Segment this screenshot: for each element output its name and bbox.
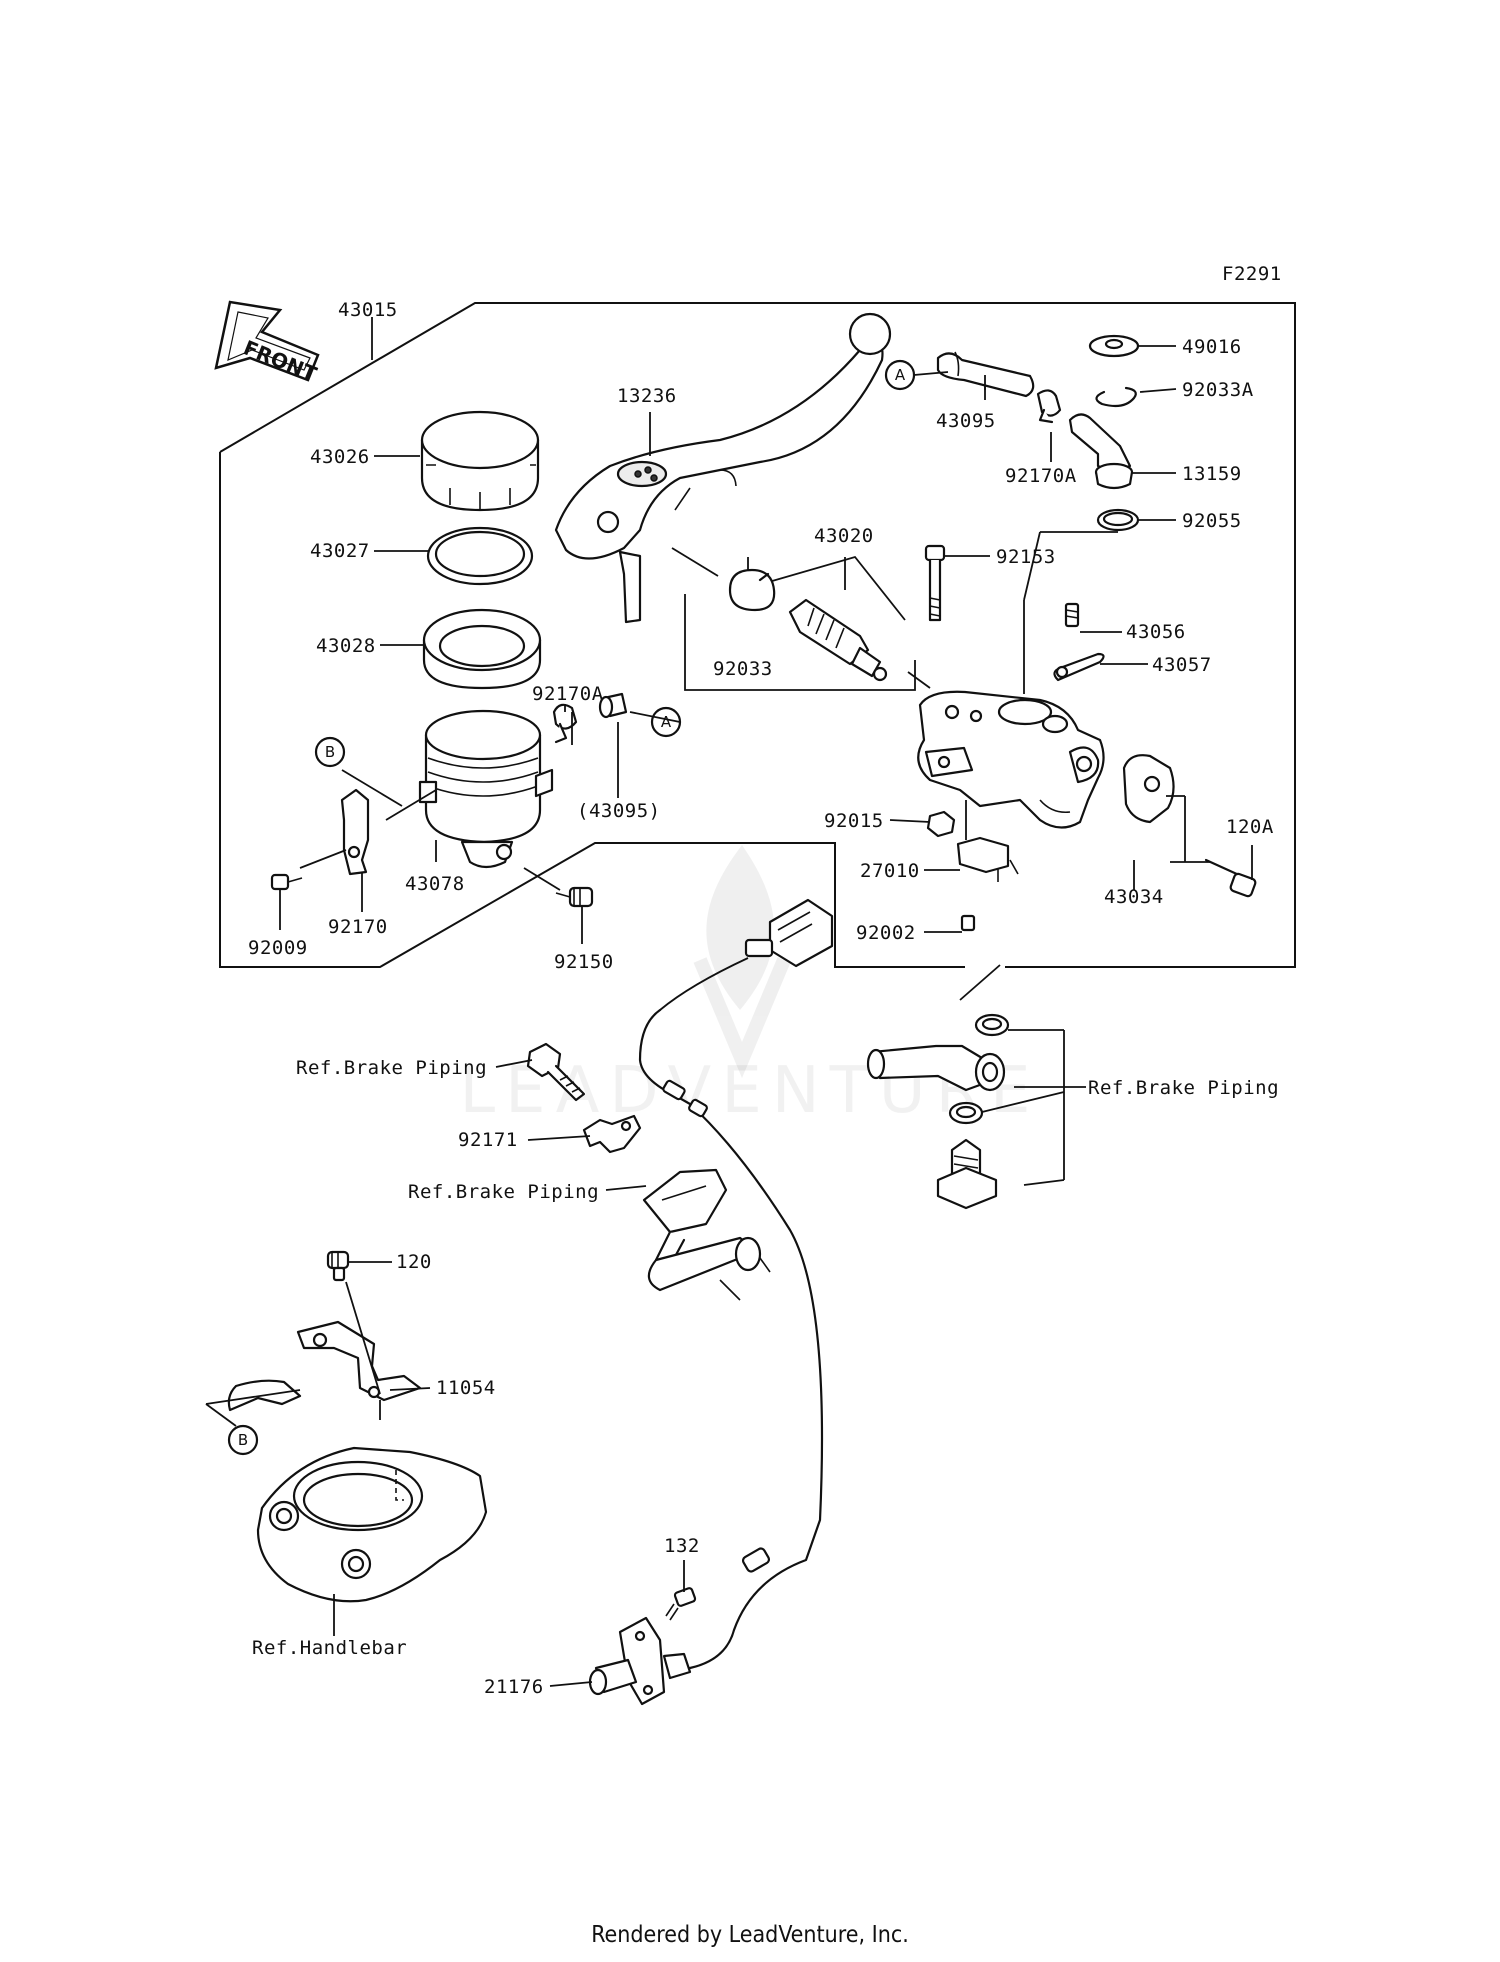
screw-132 [665, 1587, 697, 1621]
svg-text:B: B [238, 1431, 248, 1449]
bolt-120 [326, 1250, 350, 1282]
watermark-logo [693, 845, 791, 1079]
bracket-92171 [582, 1114, 642, 1154]
callout-b-top: B [314, 736, 346, 768]
oring-upper [974, 1013, 1010, 1037]
connector [744, 898, 834, 968]
switch-27010 [956, 836, 1019, 882]
nut-92015 [926, 810, 956, 838]
label-43057: 43057 [1152, 654, 1212, 676]
hose-clamp-right [1036, 389, 1062, 424]
cap-49016 [1088, 334, 1140, 358]
label-43056: 43056 [1126, 621, 1186, 643]
label-92170: 92170 [328, 916, 388, 938]
label-43026: 43026 [310, 446, 370, 468]
fitting-13159 [1068, 413, 1134, 490]
bolt-ref-brake-piping [526, 1042, 586, 1102]
hose-clamp-left [552, 703, 578, 744]
svg-text:A: A [895, 366, 906, 384]
label-92170A-left: 92170A [532, 683, 604, 705]
label-13159: 13159 [1182, 463, 1242, 485]
cap-43057 [1053, 652, 1105, 682]
front-arrow-icon: FRONT [214, 300, 320, 386]
label-49016: 49016 [1182, 336, 1242, 358]
label-13236: 13236 [617, 385, 677, 407]
label-92171: 92171 [458, 1129, 518, 1151]
hose-43095 [936, 351, 1035, 398]
label-ref-brake-piping-1: Ref.Brake Piping [296, 1057, 487, 1079]
banjo-bolt [936, 1138, 998, 1210]
label-92055: 92055 [1182, 510, 1242, 532]
label-92153: 92153 [996, 546, 1056, 568]
brake-line-fitting [642, 1168, 771, 1301]
label-43027: 43027 [310, 540, 370, 562]
label-27010: 27010 [860, 860, 920, 882]
assembly-frame [219, 302, 1296, 968]
label-120A: 120A [1226, 816, 1274, 838]
label-92002: 92002 [856, 922, 916, 944]
handlebar-housing [256, 1446, 488, 1603]
label-ref-handlebar: Ref.Handlebar [252, 1637, 407, 1659]
label-43095-paren: (43095) [577, 800, 661, 822]
bolt-92009 [270, 873, 303, 891]
label-132: 132 [664, 1535, 700, 1557]
label-92033: 92033 [713, 658, 773, 680]
label-120: 120 [396, 1251, 432, 1273]
label-92015: 92015 [824, 810, 884, 832]
label-92170A-right: 92170A [1005, 465, 1077, 487]
sensor-21176 [588, 1616, 692, 1706]
screw-92002 [960, 914, 976, 932]
leader-lines-bracket [205, 1261, 431, 1427]
label-92033A: 92033A [1182, 379, 1254, 401]
footer-credit: Rendered by LeadVenture, Inc. [591, 1922, 909, 1948]
svg-text:A: A [661, 713, 672, 731]
bolt-92153 [924, 544, 946, 622]
oring-92055 [1096, 508, 1140, 532]
leader-lines-upper [279, 345, 1253, 944]
label-43034: 43034 [1104, 886, 1164, 908]
circlip-92033A [1095, 386, 1137, 408]
master-cylinder-body [917, 690, 1105, 829]
label-43020: 43020 [814, 525, 874, 547]
leader-lines-lower [495, 1059, 685, 1687]
reservoir-cap [420, 410, 540, 512]
bolt-120A [1204, 858, 1257, 898]
label-43028: 43028 [316, 635, 376, 657]
label-11054: 11054 [436, 1377, 496, 1399]
reservoir-diaphragm-ring [426, 526, 534, 586]
callout-a-top: A [884, 359, 916, 391]
label-92150: 92150 [554, 951, 614, 973]
piston-assembly [788, 598, 888, 682]
oring-lower [948, 1101, 984, 1125]
label-92009: 92009 [248, 937, 308, 959]
circlip-92033 [728, 568, 776, 612]
label-43015: 43015 [338, 299, 398, 321]
brake-lever [554, 312, 892, 624]
label-43078: 43078 [405, 873, 465, 895]
reservoir-body [418, 709, 554, 869]
label-21176: 21176 [484, 1676, 544, 1698]
leader-lines-banjo [959, 964, 1086, 1186]
bolt-92150 [555, 886, 594, 908]
label-ref-brake-piping-2: Ref.Brake Piping [1088, 1077, 1279, 1099]
svg-text:B: B [325, 743, 335, 761]
callout-b-bottom: B [227, 1424, 259, 1456]
diagram-code: F2291 [1222, 263, 1282, 285]
reservoir-diaphragm [422, 608, 542, 690]
reservoir-bracket [340, 788, 370, 876]
brake-hose-fitting [866, 1044, 1006, 1092]
label-43095: 43095 [936, 410, 996, 432]
hose-stub-left [598, 692, 628, 719]
clamp-43034 [1122, 754, 1175, 824]
callout-a-left: A [650, 706, 682, 738]
bleeder-43056 [1064, 602, 1080, 628]
label-ref-brake-piping-3: Ref.Brake Piping [408, 1181, 599, 1203]
